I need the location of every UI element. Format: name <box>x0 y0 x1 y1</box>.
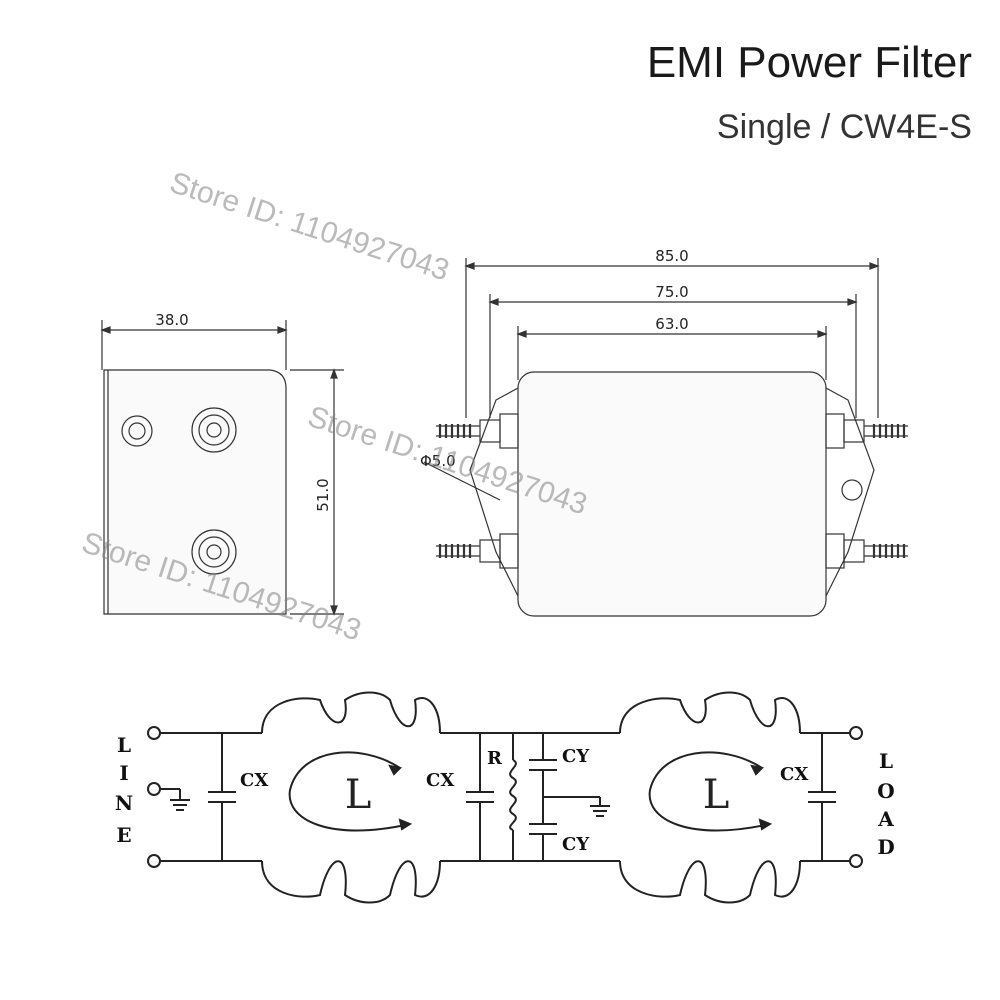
cx-label-left: CX <box>240 770 268 791</box>
line-letter-2: I <box>119 761 128 785</box>
side-width-label: 38.0 <box>155 311 188 329</box>
cy-label-bottom: CY <box>562 834 590 855</box>
line-letter-1: L <box>117 733 131 757</box>
load-letter-4: D <box>877 835 894 859</box>
overall-width-label: 85.0 <box>655 247 688 265</box>
inductor-label-right: L <box>703 772 730 818</box>
cy-label-top: CY <box>562 746 590 767</box>
load-letter-2: O <box>877 779 894 803</box>
line-letter-3: N <box>115 791 133 815</box>
cx-label-middle: CX <box>426 770 454 791</box>
load-letter-3: A <box>877 807 894 831</box>
load-letter-1: L <box>879 749 893 773</box>
side-height-label: 51.0 <box>314 478 332 511</box>
page-subtitle: Single / CW4E-S <box>716 108 972 146</box>
body-width-label: 63.0 <box>655 315 688 333</box>
hole-diameter-label: Φ5.0 <box>420 452 456 470</box>
r-label: R <box>487 748 503 769</box>
inductor-label-left: L <box>345 772 372 818</box>
mount-width-label: 75.0 <box>655 283 688 301</box>
cx-label-right: CX <box>780 764 808 785</box>
line-letter-4: E <box>116 823 131 847</box>
page-title: EMI Power Filter <box>646 38 972 87</box>
